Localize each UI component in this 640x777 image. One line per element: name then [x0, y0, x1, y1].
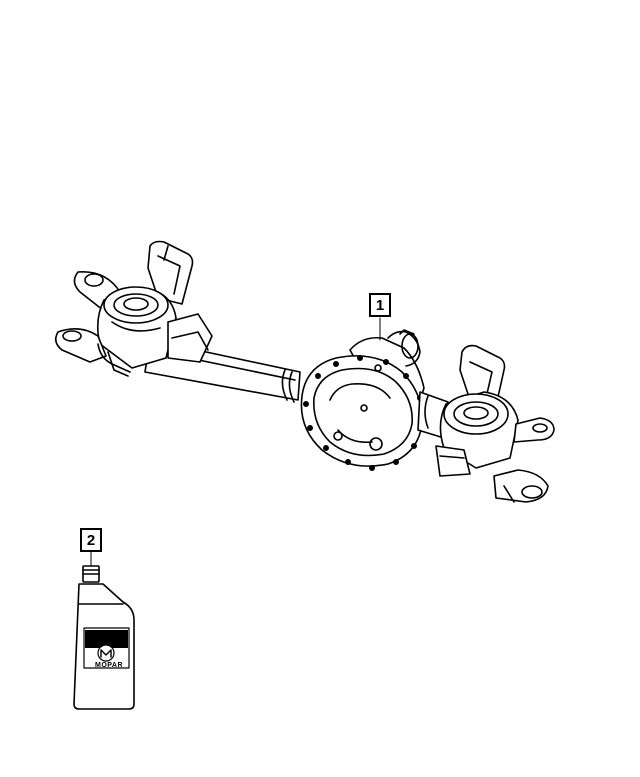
mopar-logo-text: MOPAR — [95, 662, 124, 669]
front-axle-assembly — [54, 240, 555, 503]
mopar-label — [85, 630, 128, 648]
callout-1: 1 — [369, 293, 391, 317]
callout-2: 2 — [80, 528, 102, 552]
right-steering-knuckle — [435, 344, 555, 503]
differential-housing — [300, 329, 425, 471]
oil-bottle — [73, 551, 135, 710]
left-steering-knuckle — [54, 240, 213, 377]
mopar-logo — [97, 644, 115, 662]
